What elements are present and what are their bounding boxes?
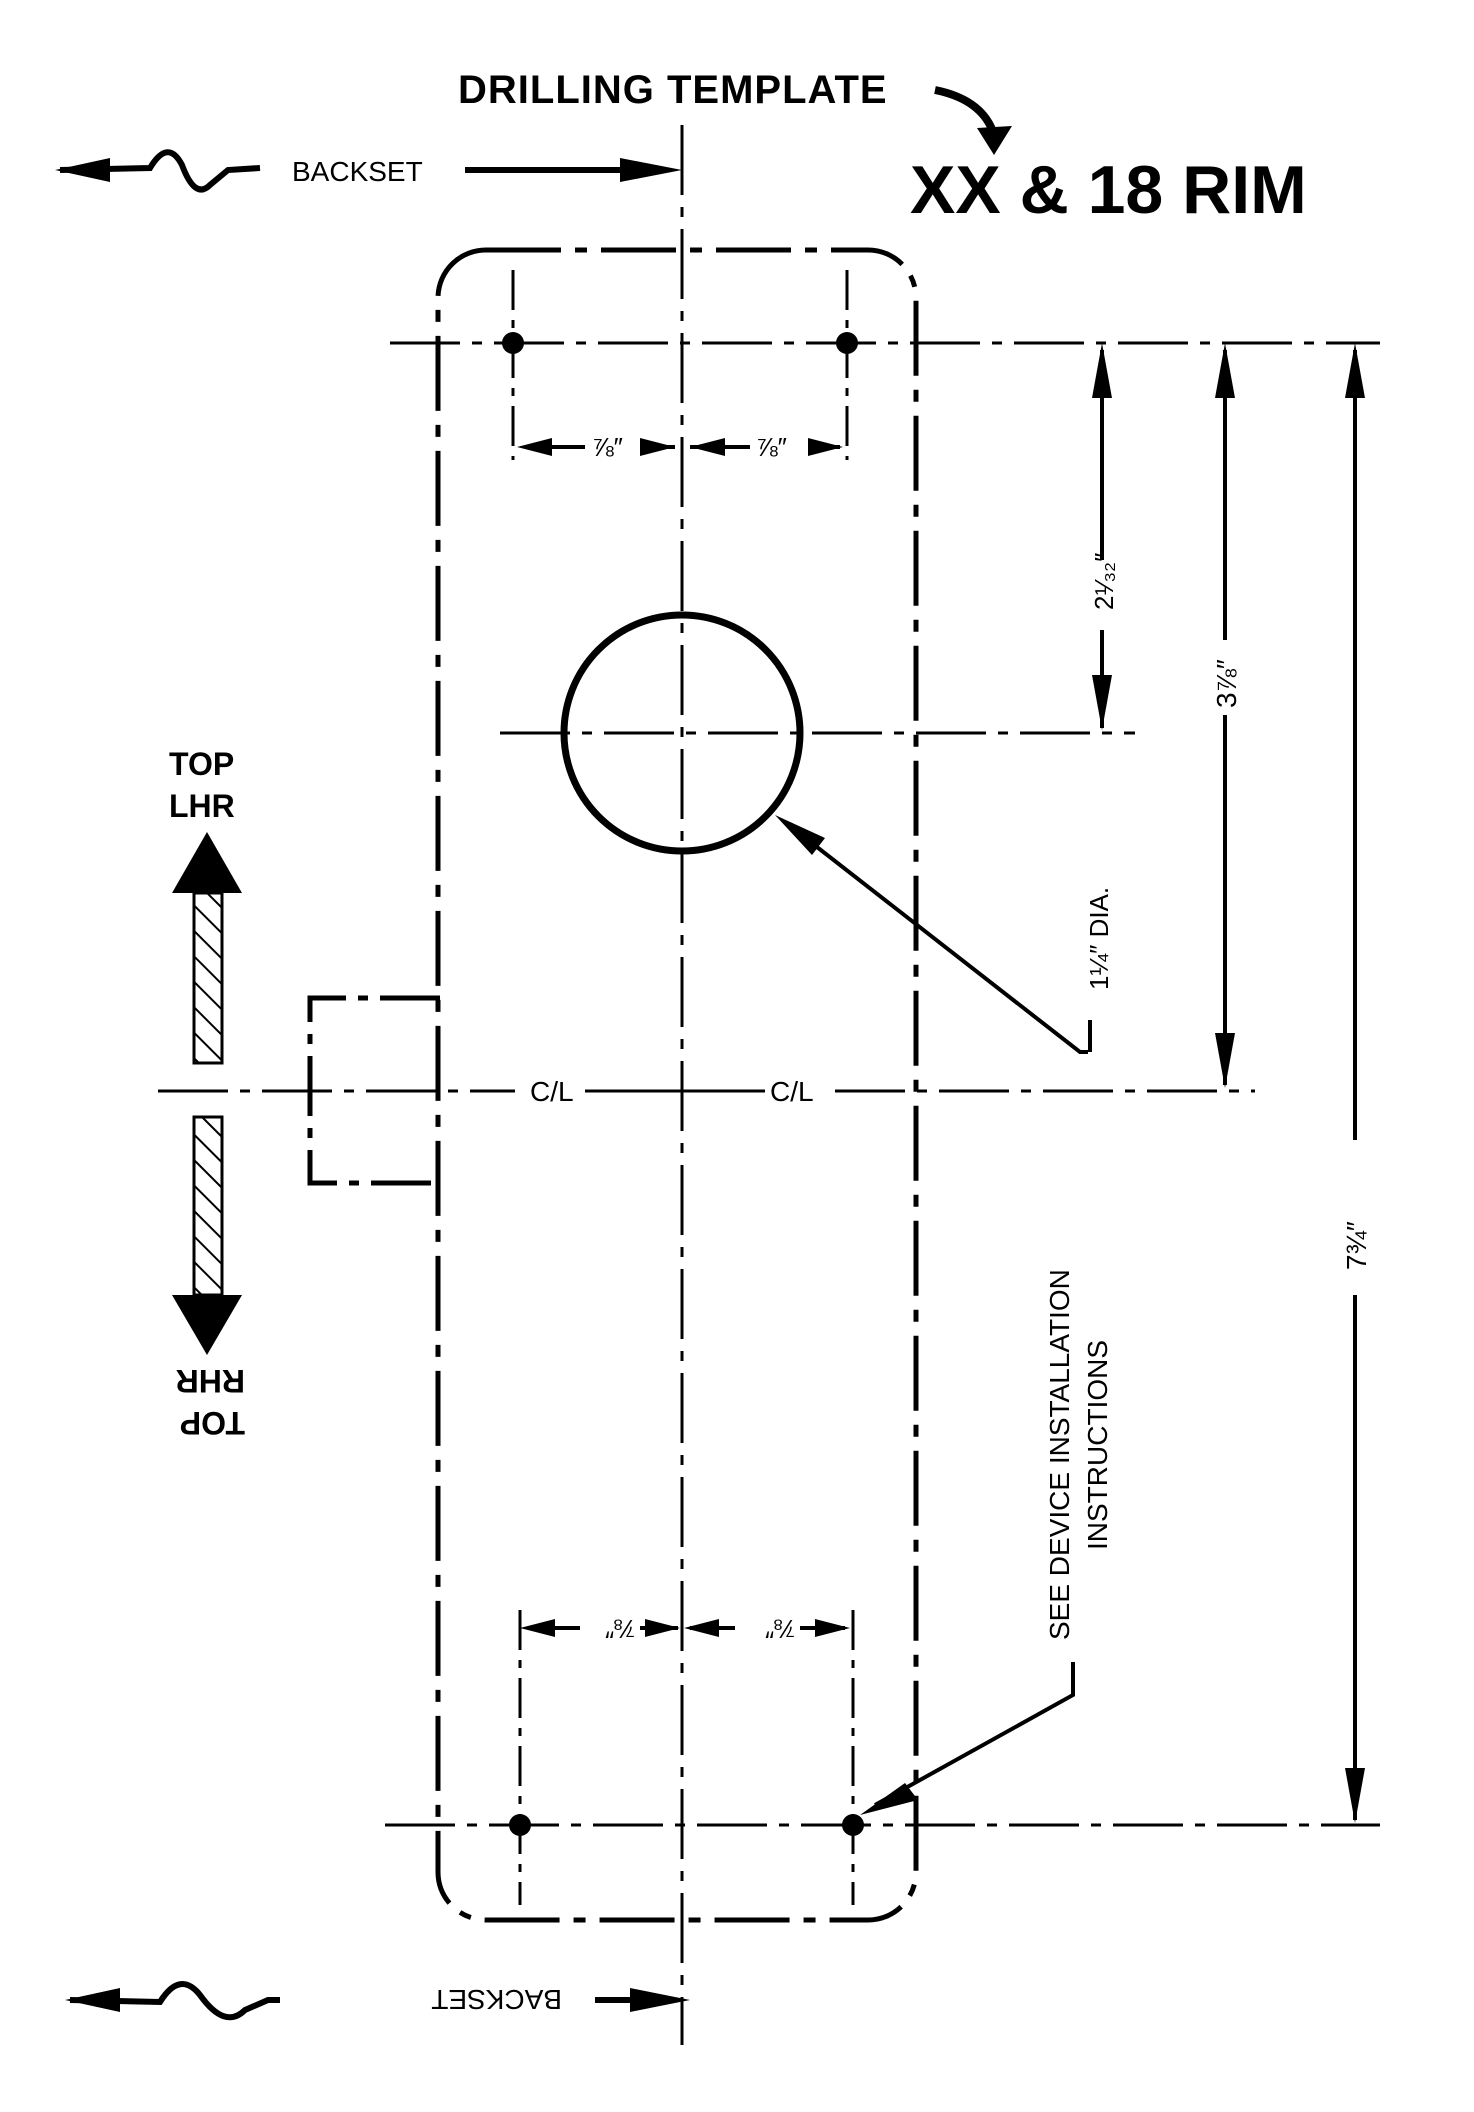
- vertical-dim-7-3-4: 7¾″: [1341, 343, 1372, 1823]
- dim-7-3-4-label: 7¾″: [1341, 1221, 1372, 1270]
- dim-3-7-8-label: 3⅞″: [1211, 659, 1242, 708]
- vertical-dim-2-1-32: 2¹⁄₃₂″: [1089, 343, 1119, 730]
- top-rhr-indicator: TOP RHR: [172, 1115, 245, 1441]
- backset-top-left-arrow-icon: [55, 158, 110, 182]
- template-plate-outline: [435, 247, 919, 1923]
- down-arrow-shaft: [192, 1115, 224, 1297]
- backset-bottom: BACKSET: [65, 1981, 690, 2021]
- top-lhr-indicator: TOP LHR: [169, 746, 242, 1065]
- bottom-offset-dims: ⅞″ ⅞″: [520, 1614, 850, 1644]
- top-rhr-line-2: RHR: [176, 1363, 245, 1399]
- up-arrow-shaft: [192, 891, 224, 1065]
- backset-top: BACKSET: [55, 149, 682, 193]
- hole-diameter-label: 1¼″ DIA.: [1084, 887, 1114, 990]
- cylinder-hole: [560, 611, 804, 855]
- top-lhr-line-2: LHR: [169, 788, 235, 824]
- top-left-offset-label: ⅞″: [592, 432, 623, 462]
- backset-top-break-line: [59, 149, 261, 193]
- top-right-offset-label: ⅞″: [756, 432, 787, 462]
- down-arrow-icon: [172, 1295, 242, 1355]
- backset-top-label: BACKSET: [292, 156, 423, 187]
- install-note-leader: SEE DEVICE INSTALLATION INSTRUCTIONS: [860, 1269, 1113, 1815]
- cl-label-left: C/L: [530, 1076, 574, 1107]
- drilling-template-subtitle: DRILLING TEMPLATE: [458, 68, 888, 112]
- install-note-line-2: INSTRUCTIONS: [1082, 1340, 1113, 1550]
- template-title: XX & 18 RIM: [910, 152, 1307, 228]
- dim-2-1-32-label: 2¹⁄₃₂″: [1089, 553, 1119, 610]
- backset-bottom-label: BACKSET: [431, 1984, 562, 2015]
- vertical-dim-3-7-8: 3⅞″: [1211, 343, 1242, 1088]
- top-rhr-line-1: TOP: [180, 1405, 245, 1441]
- diameter-leader: 1¼″ DIA.: [775, 815, 1114, 1054]
- backset-top-right-arrow-icon: [620, 158, 682, 182]
- cl-label-right: C/L: [770, 1076, 814, 1107]
- up-arrow-icon: [172, 832, 242, 893]
- bottom-left-offset-label: ⅞″: [605, 1614, 636, 1644]
- subtitle-arrowhead-icon: [977, 126, 1012, 155]
- backset-bottom-right-arrow-icon: [630, 1988, 690, 2012]
- bottom-right-offset-label: ⅞″: [765, 1614, 796, 1644]
- top-lhr-line-1: TOP: [169, 746, 234, 782]
- install-note-line-1: SEE DEVICE INSTALLATION: [1044, 1269, 1075, 1640]
- backset-bottom-left-arrow-icon: [65, 1988, 120, 2012]
- top-offset-dims: ⅞″ ⅞″: [517, 432, 843, 462]
- backset-bottom-break-line: [69, 1981, 280, 2021]
- latch-bolt-outline: [307, 995, 440, 1186]
